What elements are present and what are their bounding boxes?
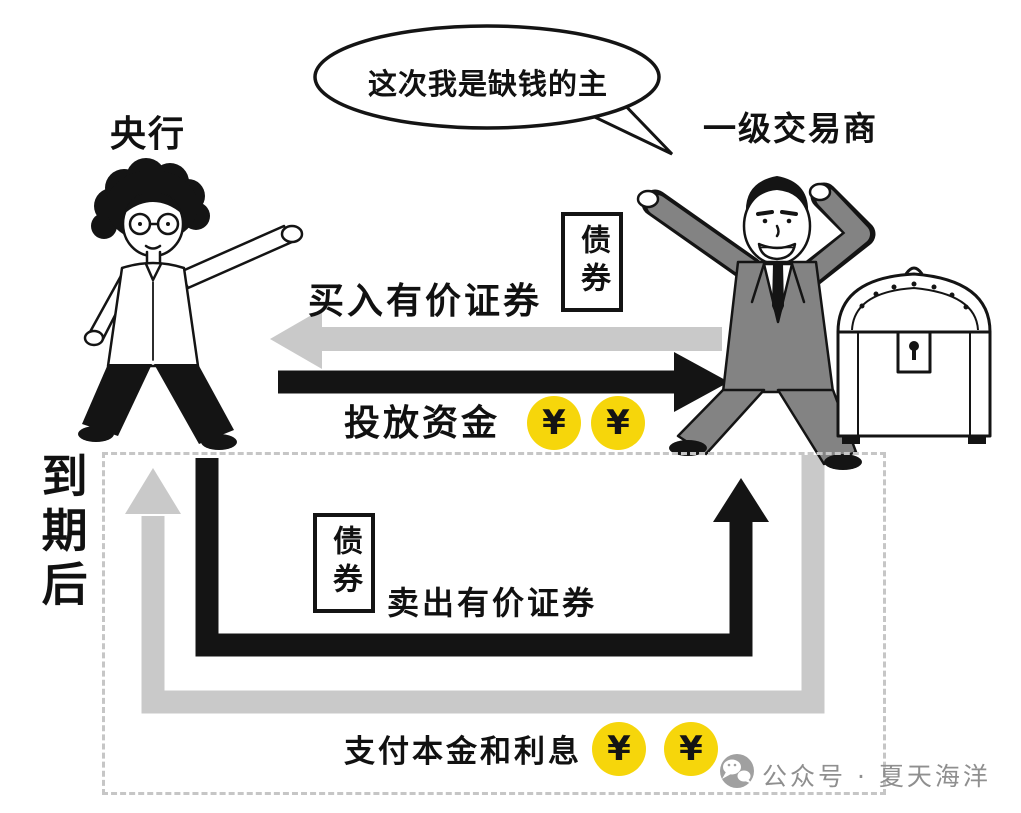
yuan-coin-icon: ¥	[664, 722, 718, 776]
buy-securities-label: 买入有价证券	[308, 281, 543, 322]
central-bank-figure	[78, 158, 304, 450]
yuan-coin-icon: ¥	[592, 722, 646, 776]
yuan-coin-icon: ¥	[527, 396, 581, 450]
wechat-icon	[720, 754, 754, 788]
primary-dealer-label: 一级交易商	[703, 109, 878, 148]
sell-securities-arrow	[195, 458, 769, 657]
primary-dealer-figure	[636, 176, 876, 470]
after-maturity-label: 到期后	[34, 452, 89, 614]
buy-securities-arrow	[270, 309, 722, 369]
maturity-phase-box	[102, 452, 886, 795]
watermark-text: 公众号 · 夏天海洋	[762, 762, 991, 791]
pay-principal-arrow	[125, 455, 825, 714]
yuan-coin-icon: ¥	[591, 396, 645, 450]
bond-tag-bottom: 债券	[313, 513, 375, 613]
inject-funds-arrow	[278, 352, 729, 412]
sell-securities-label: 卖出有价证券	[387, 584, 598, 622]
pay-principal-label: 支付本金和利息	[344, 734, 582, 770]
inject-funds-label: 投放资金	[344, 403, 501, 444]
bond-tag-top: 债券	[561, 212, 623, 312]
speech-bubble	[313, 24, 674, 156]
treasure-chest	[836, 266, 992, 444]
speech-bubble-text: 这次我是缺钱的主	[367, 67, 608, 101]
central-bank-label: 央行	[110, 114, 187, 155]
